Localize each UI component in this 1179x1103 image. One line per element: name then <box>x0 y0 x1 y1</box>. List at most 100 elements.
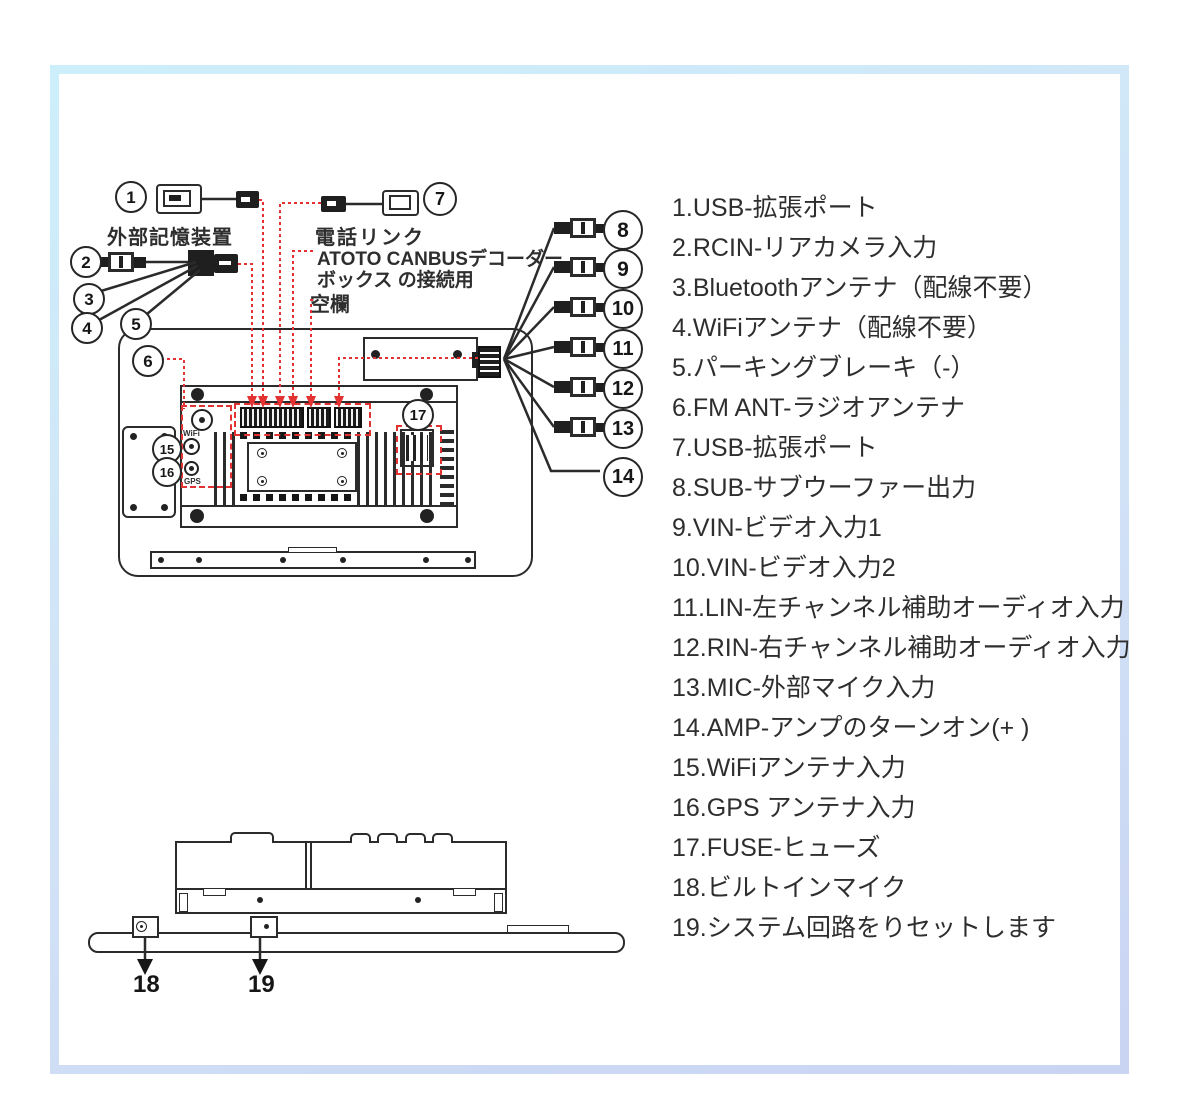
body-slot <box>179 893 188 912</box>
legend-item: 18.ビルトインマイク <box>672 874 907 902</box>
legend-item: 15.WiFiアンテナ入力 <box>672 754 906 782</box>
callout-19: 19 <box>248 971 275 998</box>
bracket-screw <box>130 433 137 440</box>
callout-1: 1 <box>115 181 147 213</box>
harness-connector-stub <box>472 352 478 368</box>
callout-7: 7 <box>423 182 457 216</box>
body-screw <box>415 897 421 903</box>
legend-item: 10.VIN-ビデオ入力2 <box>672 554 896 582</box>
plug-slit <box>241 197 250 202</box>
rca-sleeve <box>554 222 570 234</box>
builtin-mic-hole <box>136 921 147 932</box>
legend-item: 1.USB-拡張ポート <box>672 194 878 222</box>
rca-sleeve <box>554 381 570 393</box>
strip-screw <box>340 557 346 563</box>
rca-bar <box>581 421 585 433</box>
legend-item: 2.RCIN-リアカメラ入力 <box>672 234 938 262</box>
rca-sleeve <box>554 341 570 353</box>
callout-11: 11 <box>603 329 643 369</box>
callout-3: 3 <box>73 283 105 315</box>
legend-item: 5.パーキングブレーキ（-） <box>672 354 976 382</box>
plate-screw <box>337 476 347 486</box>
panel-screw <box>453 350 462 359</box>
body-divider <box>310 841 312 889</box>
usb-pin <box>169 195 181 201</box>
bundle-connector <box>188 250 214 276</box>
plug-slit <box>327 201 336 206</box>
bracket-screw <box>130 504 137 511</box>
body-divider <box>305 841 307 889</box>
body-notch <box>203 888 226 896</box>
main-connector-strip <box>240 407 304 428</box>
legend-item: 16.GPS アンテナ入力 <box>672 794 916 822</box>
main-connector-strip <box>334 407 362 428</box>
rca-sleeve <box>554 261 570 273</box>
strip-screw <box>158 557 164 563</box>
plate-screw <box>257 448 267 458</box>
callout-13: 13 <box>603 409 643 449</box>
callout-14: 14 <box>603 457 643 497</box>
rca-tip <box>596 263 605 272</box>
legend-item: 13.MIC-外部マイク入力 <box>672 674 936 702</box>
reset-hole <box>264 924 269 929</box>
gps-antenna-socket <box>184 461 199 476</box>
callout-4: 4 <box>71 312 103 344</box>
legend-item: 9.VIN-ビデオ入力1 <box>672 514 882 542</box>
rca-sleeve <box>554 421 570 433</box>
callout-5: 5 <box>120 308 152 340</box>
rca-tip <box>596 224 605 233</box>
rca-bar <box>581 261 585 273</box>
callout-17: 17 <box>402 399 434 431</box>
heatsink-fins <box>214 432 238 505</box>
callout-9: 9 <box>603 249 643 289</box>
callout-2: 2 <box>70 246 102 278</box>
callout-6: 6 <box>132 345 164 377</box>
legend-item: 11.LIN-左チャンネル補助オーディオ入力 <box>672 594 1125 622</box>
plate-screw <box>257 476 267 486</box>
panel-screw <box>371 350 380 359</box>
legend-list: 1.USB-拡張ポート 2.RCIN-リアカメラ入力 3.Bluetoothアン… <box>672 188 1131 948</box>
wifi-port-label: WiFi <box>183 429 200 438</box>
side-view-button <box>405 833 426 843</box>
vent-slots <box>440 430 454 505</box>
wifi-antenna-socket <box>183 438 200 455</box>
body-hline <box>175 888 507 890</box>
plate-screw <box>337 448 347 458</box>
legend-item: 8.SUB-サブウーファー出力 <box>672 474 977 502</box>
rca-sleeve <box>134 257 146 268</box>
canbus-label-line1: ATOTO CANBUSデコーダー <box>317 249 563 270</box>
side-view-button <box>350 833 371 843</box>
legend-item: 4.WiFiアンテナ（配線不要） <box>672 314 992 342</box>
body-screw <box>257 897 263 903</box>
rca-sleeve <box>554 301 570 313</box>
legend-item: 7.USB-拡張ポート <box>672 434 878 462</box>
rca-bar <box>581 381 585 393</box>
strip-screw <box>465 557 471 563</box>
legend-item: 12.RIN-右チャンネル補助オーディオ入力 <box>672 634 1131 662</box>
side-view-button <box>432 833 453 843</box>
canbus-label-line2: ボックス の接続用 <box>317 270 474 291</box>
strip-screw <box>423 557 429 563</box>
strip-notch <box>288 547 337 553</box>
rca-tip <box>596 423 605 432</box>
callout-18: 18 <box>133 971 160 998</box>
rca-tip <box>596 343 605 352</box>
chassis-screw <box>190 509 204 523</box>
rca-bar <box>581 222 585 234</box>
body-slot <box>494 893 503 912</box>
bracket-screw <box>161 504 168 511</box>
side-view-bump <box>230 832 274 843</box>
harness-connector <box>478 346 501 378</box>
fm-antenna-socket <box>191 409 213 431</box>
body-notch <box>453 888 476 896</box>
callout-12: 12 <box>603 369 643 409</box>
side-view-button <box>377 833 398 843</box>
phone-link-label: 電話リンク <box>315 227 425 249</box>
rca-bar <box>581 341 585 353</box>
blank-label: 空欄 <box>310 294 350 316</box>
usb-connector-inner <box>389 195 411 210</box>
rear-top-panel <box>363 337 478 381</box>
antenna-area-highlight <box>181 405 232 488</box>
rca-tip <box>596 303 605 312</box>
